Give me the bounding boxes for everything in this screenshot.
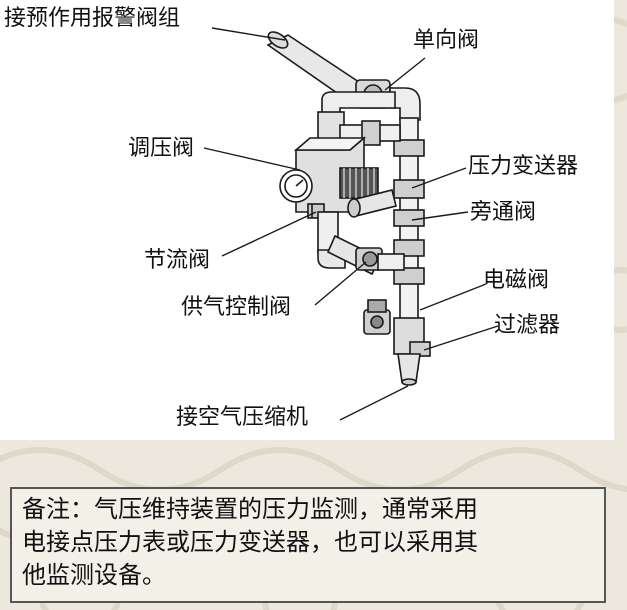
solenoid-valve-body [363,299,391,335]
valve-assembly-drawing [203,27,499,421]
label-throttle-valve: 节流阀 [144,248,211,273]
regulator-spring [339,167,379,199]
label-pressure-regulator: 调压阀 [128,136,195,161]
label-bypass-valve: 旁通阀 [470,200,537,225]
note-line-2: 电接点压力表或压力变送器，也可以采用其 [22,528,478,556]
diagram-panel: 接预作用报警阀组 单向阀 调压阀 压力变送器 旁通阀 节流阀 电磁阀 供气控制阀… [0,0,614,440]
note-box: 备注：气压维持装置的压力监测，通常采用 电接点压力表或压力变送器，也可以采用其 … [10,487,606,603]
label-filter: 过滤器 [494,313,561,338]
label-pressure-transmitter: 压力变送器 [468,154,579,179]
filter-body [393,317,431,357]
label-check-valve: 单向阀 [413,28,480,53]
compressor-inlet [397,353,421,383]
label-air-supply-valve: 供气控制阀 [181,295,292,320]
label-solenoid-valve: 电磁阀 [483,268,550,293]
label-alarm-valve: 接预作用报警阀组 [4,6,181,31]
bypass-valve-body [347,189,397,218]
label-compressor: 接空气压缩机 [176,405,309,430]
note-line-1: 备注：气压维持装置的压力监测，通常采用 [22,495,478,523]
note-line-3: 他监测设备。 [22,561,166,589]
